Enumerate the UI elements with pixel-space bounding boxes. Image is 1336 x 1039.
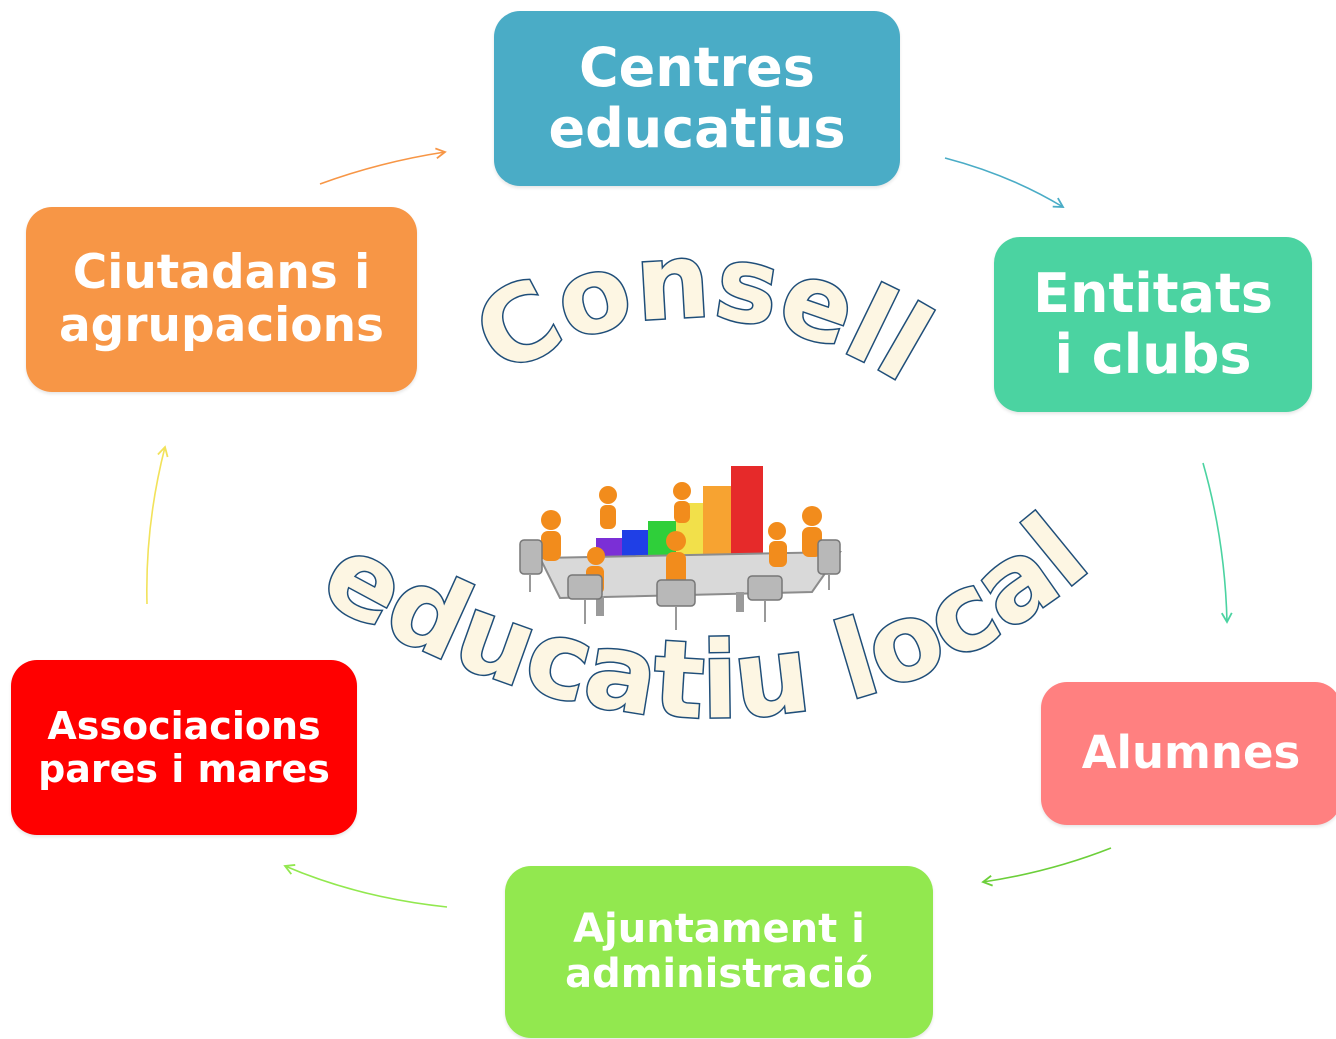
node-line-2: agrupacions bbox=[58, 297, 385, 353]
node-line-2: administració bbox=[565, 951, 873, 997]
arrow-centres-to-entitats bbox=[944, 157, 1065, 208]
node-alumnes: Alumnes bbox=[1041, 682, 1336, 825]
node-line-2: i clubs bbox=[1054, 322, 1252, 386]
node-centres-educatius: Centres educatius bbox=[494, 11, 900, 186]
chairs bbox=[519, 539, 841, 630]
node-ciutadans-i-agrupacions: Ciutadans i agrupacions bbox=[26, 207, 417, 392]
node-entitats-i-clubs: Entitats i clubs bbox=[994, 237, 1312, 412]
node-associacions-pares-i-mares: Associacions pares i mares bbox=[11, 660, 357, 835]
node-line-1: Ciutadans i bbox=[72, 244, 371, 300]
node-label: Centres educatius bbox=[548, 36, 846, 160]
node-label: Ajuntament i administració bbox=[565, 907, 873, 997]
arrow-associacions-to-ciutadans bbox=[146, 445, 169, 605]
arrow-ciutadans-to-centres bbox=[319, 147, 447, 185]
arrow-alumnes-to-ajuntament bbox=[981, 847, 1112, 887]
node-label: Associacions pares i mares bbox=[38, 705, 330, 790]
svg-text:educatiu local: educatiu local bbox=[304, 492, 1108, 743]
node-line-1: Centres bbox=[579, 36, 815, 100]
node-label: Ciutadans i agrupacions bbox=[58, 244, 385, 353]
svg-text:Consell: Consell bbox=[456, 219, 951, 405]
node-line-1: Entitats bbox=[1033, 262, 1273, 326]
node-label: Alumnes bbox=[1081, 726, 1301, 780]
node-ajuntament-i-administracio: Ajuntament i administració bbox=[505, 866, 933, 1038]
node-line-1: Associacions bbox=[47, 703, 321, 748]
node-line-1: Ajuntament i bbox=[573, 906, 865, 953]
arrow-entitats-to-alumnes bbox=[1202, 462, 1233, 624]
title-line-2: educatiu local bbox=[303, 490, 1110, 744]
people bbox=[541, 482, 822, 594]
node-line-2: educatius bbox=[548, 96, 846, 160]
node-line-2: pares i mares bbox=[38, 746, 330, 791]
title-line-1: Consell bbox=[454, 217, 952, 406]
arrow-ajuntament-to-associacions bbox=[283, 864, 448, 908]
node-line-1: Alumnes bbox=[1081, 726, 1301, 780]
node-label: Entitats i clubs bbox=[1033, 262, 1273, 386]
